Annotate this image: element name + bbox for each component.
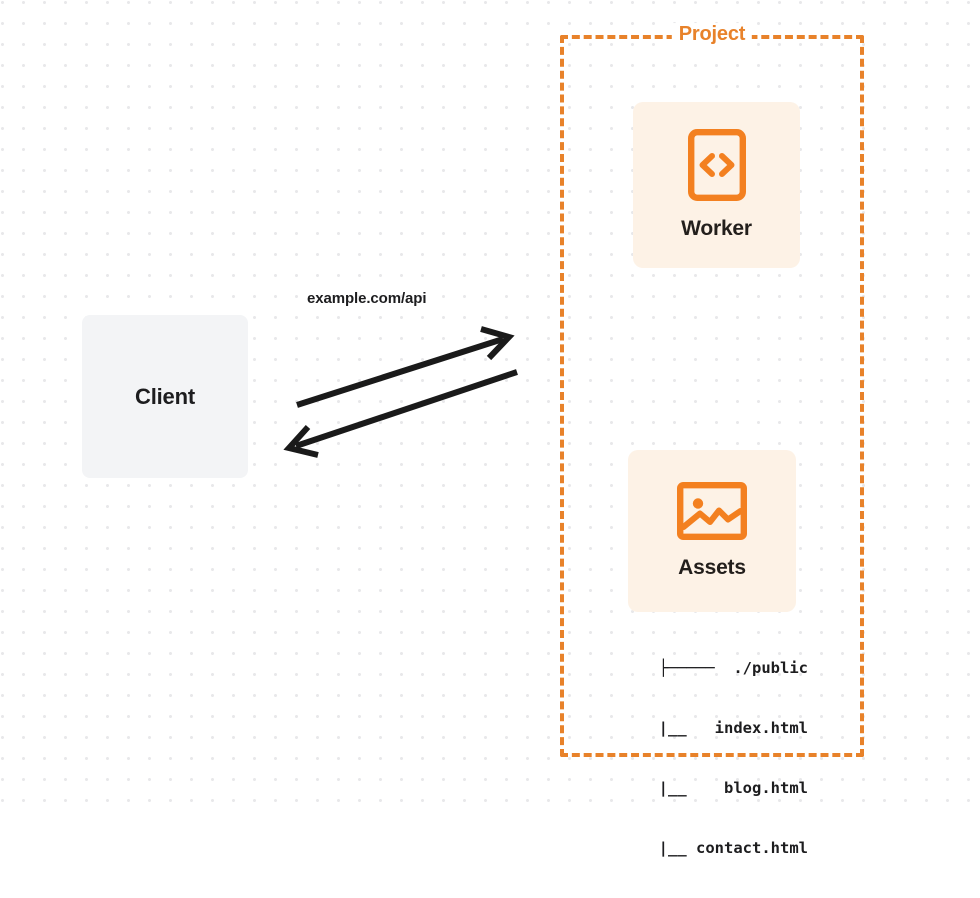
project-title: Project [671, 23, 753, 47]
node-worker-label: Worker [681, 217, 752, 240]
tree-row: |__ index.html [621, 719, 808, 737]
response-arrow [283, 369, 518, 458]
image-icon [677, 482, 747, 540]
assets-file-tree: ├───── ./public |__ index.html |__ blog.… [608, 618, 808, 898]
node-client[interactable]: Client [82, 315, 248, 478]
tree-row: |__ blog.html [621, 779, 808, 797]
tree-row: |__ contact.html [621, 839, 808, 857]
tree-row: ├───── ./public [658, 659, 808, 677]
diagram-canvas: Client example.com/api Project Worker [0, 0, 980, 857]
connection-label: example.com/api [307, 290, 427, 307]
request-arrow [296, 326, 515, 408]
node-client-label: Client [135, 383, 195, 409]
code-brackets-icon [687, 129, 746, 201]
node-assets[interactable]: Assets [628, 450, 796, 612]
project-boundary: Project [560, 23, 864, 757]
node-worker[interactable]: Worker [633, 102, 800, 268]
node-assets-label: Assets [678, 556, 746, 579]
